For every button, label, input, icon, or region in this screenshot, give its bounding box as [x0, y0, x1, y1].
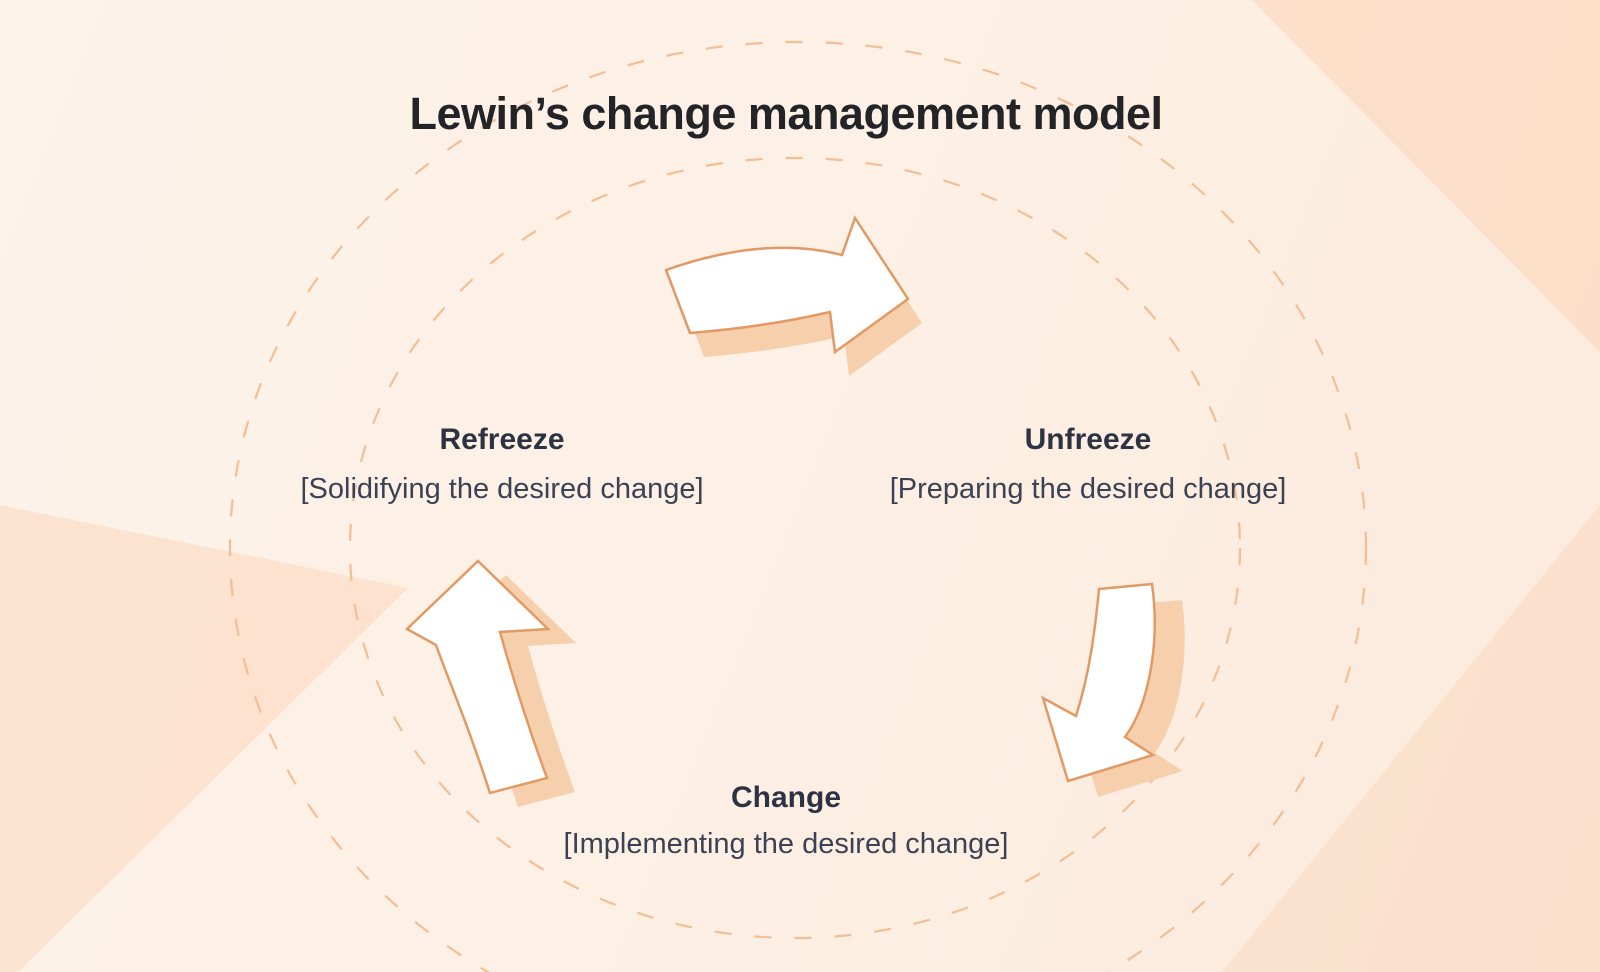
- arrow-unfreeze-to-change-icon: [1040, 582, 1156, 783]
- arrow-refreeze-to-unfreeze-icon: [664, 215, 910, 355]
- background-wedge-top-right: [1252, 0, 1600, 352]
- dashed-circle-outer: [229, 41, 1367, 972]
- background-wedge-bottom-right: [1222, 505, 1600, 972]
- stage-desc-change: [Implementing the desired change]: [563, 828, 1009, 860]
- stage-desc-refreeze: [Solidifying the desired change]: [300, 473, 704, 505]
- background-wedge-bottom-left: [0, 505, 408, 972]
- arrow-change-to-refreeze-icon: [404, 559, 551, 795]
- stage-desc-unfreeze: [Preparing the desired change]: [889, 473, 1287, 505]
- stage-label-unfreeze: Unfreeze: [1024, 423, 1152, 456]
- stage-label-refreeze: Refreeze: [439, 423, 565, 456]
- page-title: Lewin’s change management model: [409, 88, 1163, 139]
- stage-label-change: Change: [730, 781, 842, 814]
- dashed-circle-inner: [348, 156, 1242, 940]
